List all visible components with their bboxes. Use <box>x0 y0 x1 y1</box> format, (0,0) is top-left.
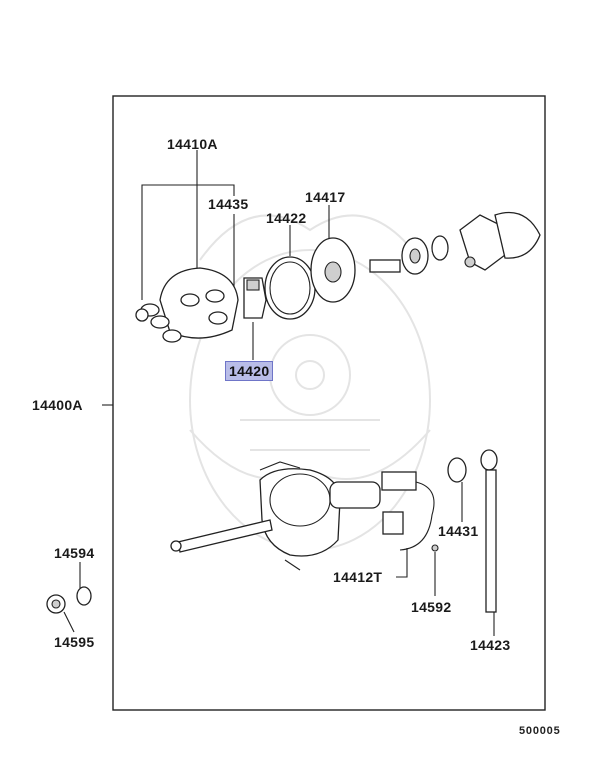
label-14417[interactable]: 14417 <box>305 189 346 205</box>
distributor-cap <box>135 267 239 343</box>
label-14410A[interactable]: 14410A <box>167 136 218 152</box>
label-14422[interactable]: 14422 <box>266 210 307 226</box>
ring-seal <box>264 256 316 320</box>
label-14592[interactable]: 14592 <box>411 599 452 615</box>
o-ring <box>447 457 467 483</box>
distributor-housing <box>170 461 381 571</box>
label-14595[interactable]: 14595 <box>54 634 95 650</box>
rotor <box>243 277 267 319</box>
label-14420-highlighted[interactable]: 14420 <box>225 361 274 381</box>
shield-plate <box>310 237 356 303</box>
nut-washer <box>46 586 92 614</box>
label-14412T[interactable]: 14412T <box>333 569 383 585</box>
signal-rotor-parts <box>369 211 541 275</box>
label-14423[interactable]: 14423 <box>470 637 511 653</box>
diagram-code: 500005 <box>519 725 561 737</box>
assembly-frame <box>112 95 546 711</box>
label-14400A[interactable]: 14400A <box>32 397 83 413</box>
drive-gear-rod <box>480 449 498 613</box>
wire-harness <box>381 471 439 552</box>
leader-lines <box>63 150 495 636</box>
label-14431[interactable]: 14431 <box>438 523 479 539</box>
label-14594[interactable]: 14594 <box>54 545 95 561</box>
label-14435[interactable]: 14435 <box>208 196 249 212</box>
